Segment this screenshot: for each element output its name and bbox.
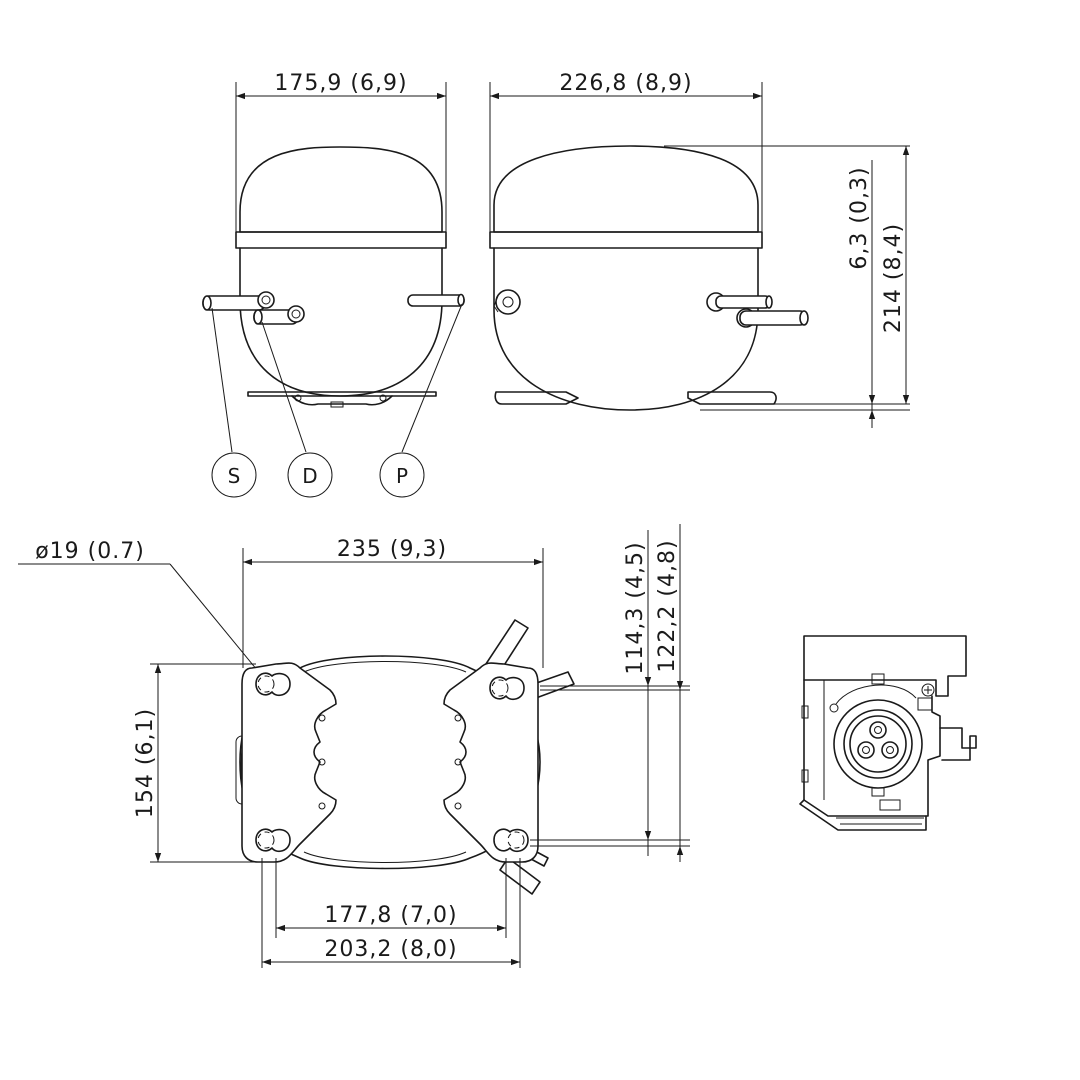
front-body xyxy=(493,247,759,411)
mount-hole-top-right xyxy=(489,676,525,701)
front-foot-right xyxy=(687,391,777,405)
mount-hole-top-left xyxy=(255,672,291,697)
terminal-cover-top xyxy=(803,635,967,697)
side-base-plate xyxy=(247,391,437,397)
base-width-dim-label: 235 (9,3) xyxy=(337,537,447,562)
terminal-housing xyxy=(803,679,941,817)
svg-text:D: D xyxy=(302,464,317,488)
front-tubes xyxy=(706,292,809,328)
mount-plate-left xyxy=(241,662,337,863)
mount-inner-dim-label: 177,8 (7,0) xyxy=(324,903,457,928)
suction-tube xyxy=(202,291,275,311)
front-dome xyxy=(493,145,759,233)
terminal-detail-view xyxy=(799,635,977,831)
front-foot-left xyxy=(494,391,579,405)
side-flange xyxy=(235,231,447,249)
front-width-dim-label: 226,8 (8,9) xyxy=(559,71,692,96)
side-dome xyxy=(239,146,443,233)
base-shell xyxy=(239,655,541,870)
base-height-dim-1-label: 114,3 (4,5) xyxy=(623,541,648,674)
front-height-small-dim-label: 6,3 (0,3) xyxy=(847,166,872,269)
mount-outer-dim-label: 203,2 (8,0) xyxy=(324,937,457,962)
mount-plate-right xyxy=(443,662,539,863)
front-flange xyxy=(489,231,763,249)
terminal-plug xyxy=(833,673,923,797)
front-view: 226,8 (8,9) 6,3 (0,3 xyxy=(489,71,910,428)
base-height-dim-2-label: 122,2 (4,8) xyxy=(655,539,680,672)
port-balloon-d: D xyxy=(287,452,333,498)
process-tube xyxy=(407,293,465,307)
port-balloon-s: S xyxy=(211,452,257,498)
base-view: ø19 (0.7) 235 (9,3) 154 (6,1) xyxy=(18,524,690,968)
mount-hole-bottom-left xyxy=(255,828,291,853)
discharge-tube xyxy=(253,305,305,325)
side-view: 175,9 (6,9) xyxy=(202,71,465,498)
svg-text:P: P xyxy=(396,464,408,488)
mount-hole-bottom-right xyxy=(493,828,529,853)
side-width-dim-label: 175,9 (6,9) xyxy=(274,71,407,96)
port-balloon-p: P xyxy=(379,452,425,498)
base-depth-dim-label: 154 (6,1) xyxy=(133,708,158,818)
front-height-total-dim-label: 214 (8,4) xyxy=(881,223,906,333)
hole-dim-label: ø19 (0.7) xyxy=(35,539,145,564)
terminal-box xyxy=(493,289,521,315)
svg-text:S: S xyxy=(228,464,241,488)
